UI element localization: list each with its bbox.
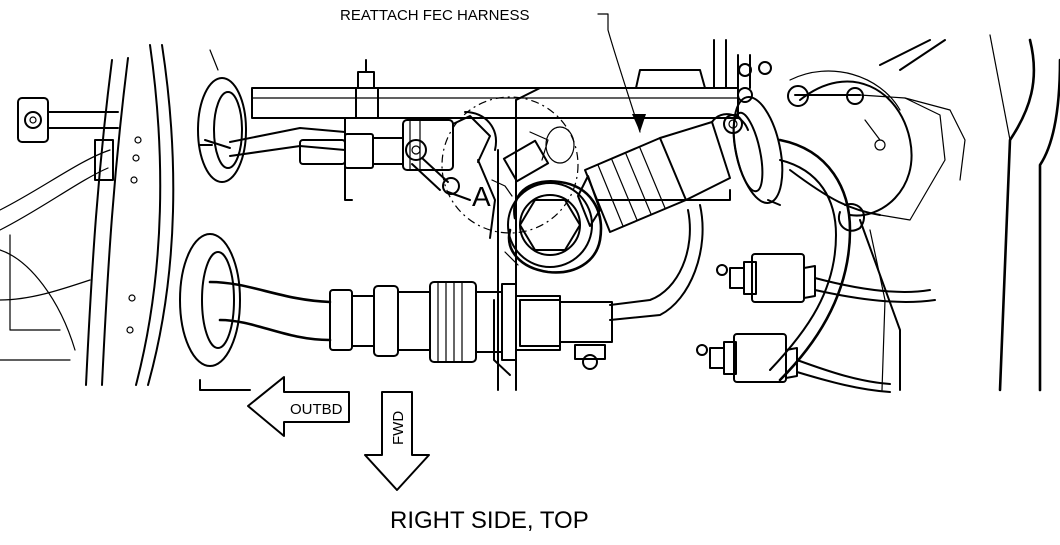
forward-label: FWD [390,411,407,445]
outboard-arrow [247,376,350,437]
detail-a-leader [491,179,513,197]
lower-cable-pipe [208,280,613,376]
lower-right-sensor [696,333,891,393]
left-knob-bracket [17,97,119,181]
detail-a-label: A [472,181,491,212]
coiled-connector-nut [504,179,603,274]
upper-mounting-bracket [251,39,772,391]
left-frame-structure [0,44,251,391]
right-vertical-pipe [989,34,1060,392]
callout-label: REATTACH FEC HARNESS [340,7,529,24]
callout-leader [597,13,646,133]
lower-left-grommet [179,233,241,367]
upper-harness-probe [199,111,497,239]
forward-arrow [364,391,430,491]
fec-harness-connector [577,113,749,321]
outboard-label: OUTBD [290,401,343,418]
right-grommet [732,95,784,206]
right-cable-routing [769,39,966,391]
view-title: RIGHT SIDE, TOP [390,507,589,534]
upper-left-grommet [197,49,247,183]
upper-right-sensor [716,253,936,303]
detail-a-circle [441,96,579,234]
